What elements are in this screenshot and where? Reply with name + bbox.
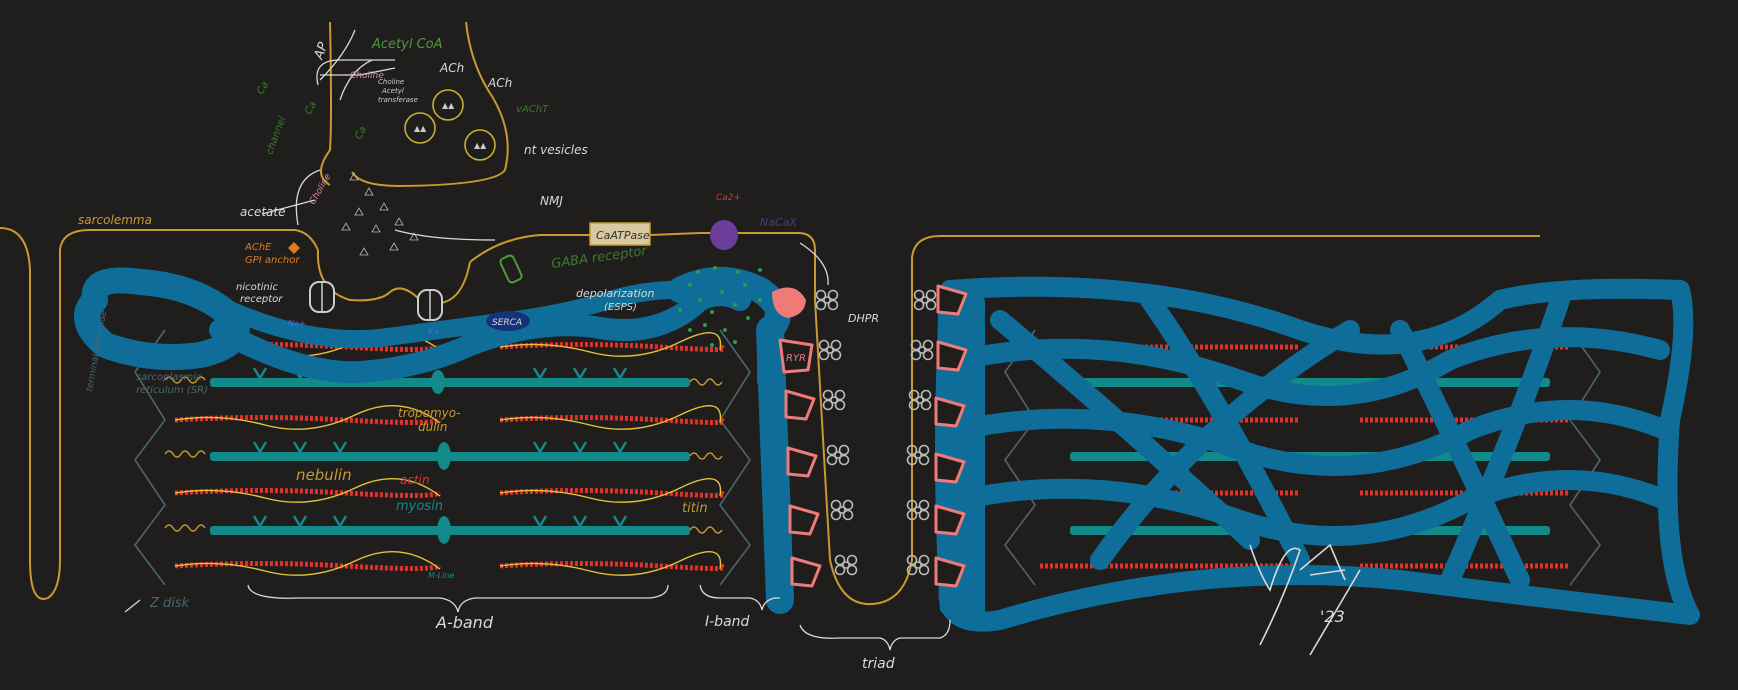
ache-enzyme-mark xyxy=(288,242,300,254)
label-nt-vesicles: nt vesicles xyxy=(524,143,588,157)
label-sarcolemma: sarcolemma xyxy=(78,213,152,227)
label-i-band: I-band xyxy=(705,614,750,630)
label-actin: actin xyxy=(400,473,430,487)
label-cat-2: Acetyl xyxy=(381,87,404,95)
label-tropomyosin-1: tropomyo- xyxy=(398,406,460,420)
band-braces xyxy=(124,584,951,651)
label-nebulin: nebulin xyxy=(296,466,352,484)
label-a-band: A-band xyxy=(435,613,494,632)
label-ca-atpase: CaATPase xyxy=(596,229,650,242)
label-myosin: myosin xyxy=(396,499,443,514)
label-ach-2: ACh xyxy=(487,76,512,90)
nicotinic-receptor-1 xyxy=(309,281,335,313)
label-ncx: NaCaX xyxy=(760,216,797,229)
label-acetyl-coa: Acetyl CoA xyxy=(371,37,443,52)
label-ache: AChE xyxy=(244,242,272,253)
serca-pump xyxy=(486,311,530,331)
label-ca-left: Ca xyxy=(303,100,319,117)
svg-text:▲▲: ▲▲ xyxy=(442,101,455,110)
label-ca-channel-2: channel xyxy=(264,115,288,156)
pathway-arrows xyxy=(261,29,829,286)
label-titin: titin xyxy=(682,501,708,516)
label-ca-mid: Ca xyxy=(353,125,369,142)
label-signature-year: '23 xyxy=(1320,607,1345,626)
label-k: K+ xyxy=(428,327,440,336)
artist-signature-mark xyxy=(1249,543,1361,656)
label-serca: SERCA xyxy=(492,318,522,328)
label-cat-3: transferase xyxy=(378,96,418,104)
label-gpi-anchor: GPI anchor xyxy=(245,255,300,266)
label-z-disk: Z disk xyxy=(149,596,190,611)
label-na: Na+ xyxy=(288,319,306,328)
z-disk-line-left xyxy=(134,329,166,586)
label-gaba-receptor: GABA receptor xyxy=(550,244,649,272)
label-ca2-top: Ca2+ xyxy=(716,193,741,203)
label-depolarization-2: (ESPS) xyxy=(604,302,637,313)
label-ca-channel-1: Ca xyxy=(255,80,271,97)
z-disk-line-mid xyxy=(719,329,751,586)
ach-molecules: ▲▲ ▲▲ ▲▲ xyxy=(414,101,487,150)
nicotinic-receptor-2 xyxy=(417,289,443,321)
label-acetate: acetate xyxy=(240,205,285,219)
label-triad: triad xyxy=(862,656,895,672)
label-nicotinic-2: receptor xyxy=(240,294,283,305)
label-cat-1: Choline xyxy=(378,78,404,86)
label-vacht: vAChT xyxy=(516,104,549,115)
left-sarcomere xyxy=(134,329,751,586)
ncx-exchanger xyxy=(710,220,738,250)
label-tropomyosin-2: dulin xyxy=(418,420,448,434)
label-choline-top: Choline xyxy=(350,71,384,81)
cleft-ach-triangles xyxy=(341,172,419,256)
ryr-open-channel xyxy=(772,287,806,318)
svg-text:▲▲: ▲▲ xyxy=(474,141,487,150)
sarcolemma-membrane xyxy=(0,21,1540,606)
label-nmj: NMJ xyxy=(540,194,563,208)
label-m-line: M-Line xyxy=(428,571,455,580)
gaba-receptor-shape xyxy=(499,254,523,284)
label-sr-1: sarcoplasmic xyxy=(136,372,202,383)
label-choline-mid: Choline xyxy=(308,172,334,207)
sarcoplasmic-reticulum-right xyxy=(937,276,1700,632)
label-nicotinic-1: nicotinic xyxy=(236,282,279,293)
sr-right-fill xyxy=(935,286,985,625)
ca-atpase-box xyxy=(589,222,651,246)
label-depolarization-1: depolarization xyxy=(576,287,654,300)
svg-text:▲▲: ▲▲ xyxy=(414,124,427,133)
label-ach-1: ACh xyxy=(439,61,464,75)
label-ryr: RYR xyxy=(786,353,806,364)
label-ap: AP xyxy=(311,40,331,62)
label-sr-2: reticulum (SR) xyxy=(136,385,208,396)
calcium-ion-dots xyxy=(678,266,762,347)
label-dhpr: DHPR xyxy=(848,312,879,325)
ach-vesicles xyxy=(404,89,496,161)
ryr-label-shape xyxy=(778,338,814,374)
